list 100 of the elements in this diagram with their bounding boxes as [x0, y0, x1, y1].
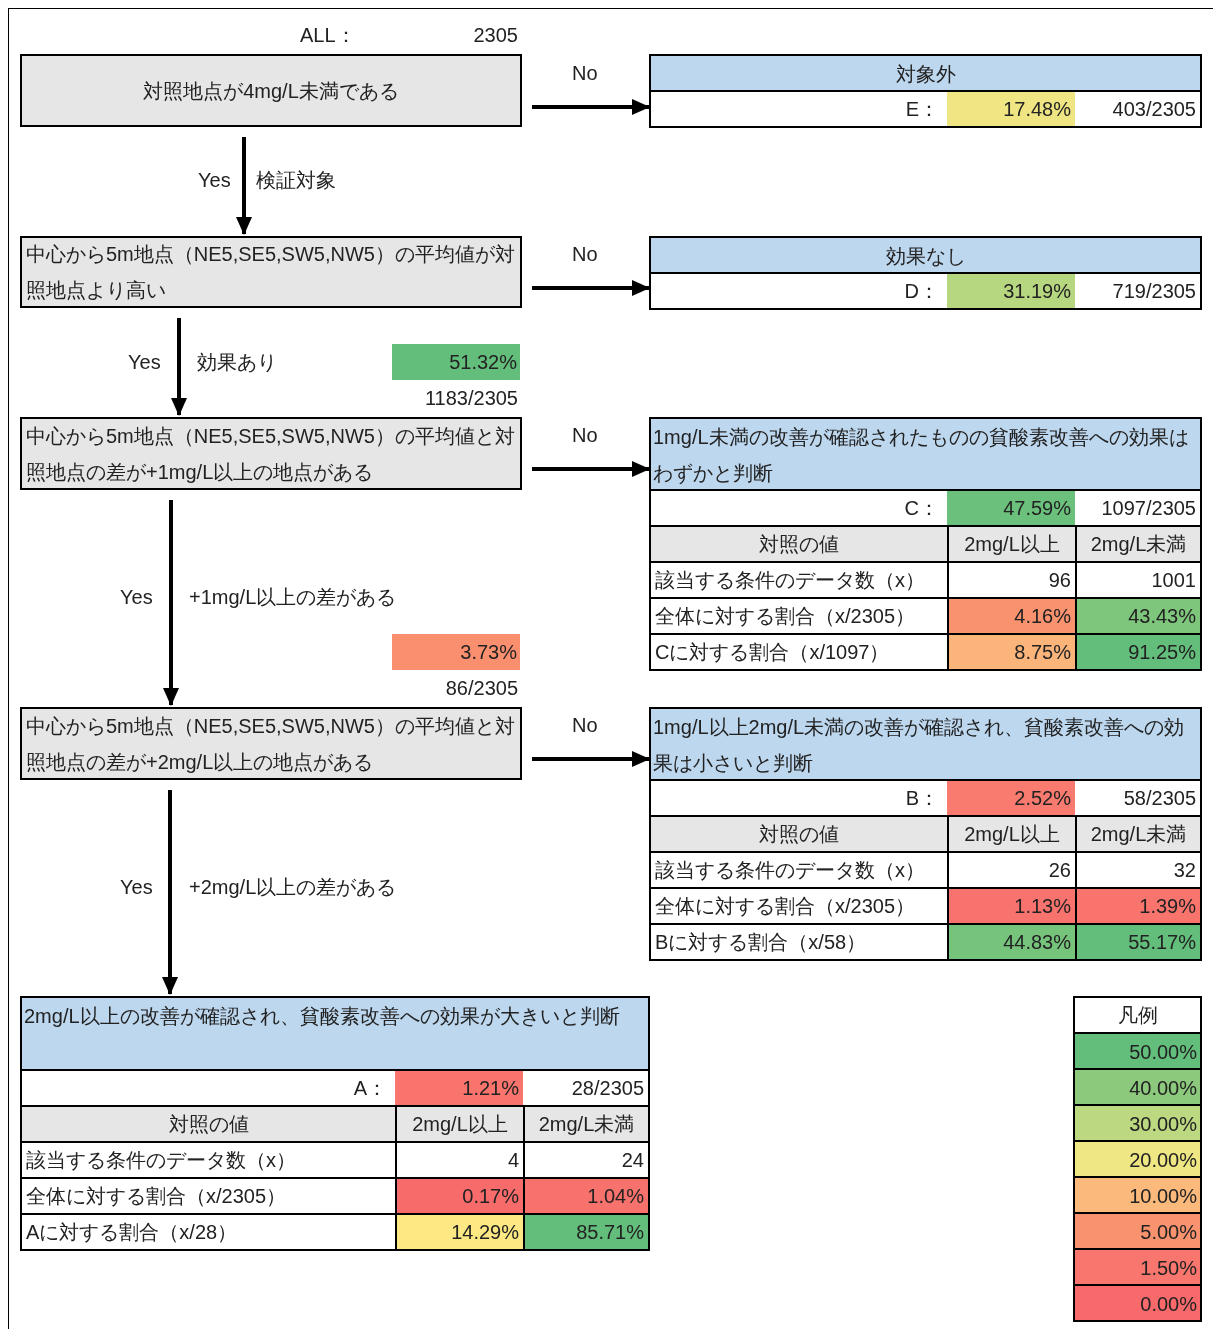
total-count: 2305 [472, 23, 518, 48]
category-label: D： [903, 279, 940, 304]
arrow [162, 790, 178, 995]
row-label: 該当する条件のデータ数（x） [654, 858, 926, 883]
percent-cell: 55.17% [1075, 925, 1200, 959]
row-label: 全体に対する割合（x/2305） [25, 1184, 288, 1209]
edge-label: No [572, 423, 598, 448]
decision-box: 中心から5m地点（NE5,SE5,SW5,NW5）の平均値と対照地点の差が+1mg/L以上の地点がある [20, 417, 522, 490]
percent-cell: 17.48% [947, 92, 1075, 126]
count-fraction: 403/2305 [1111, 97, 1197, 122]
value-cell: 24 [523, 1143, 648, 1177]
percent-value: 51.32% [392, 344, 520, 380]
arrow [171, 318, 187, 416]
result-panel [649, 417, 1202, 671]
header-cell: 2mg/L以上 [947, 817, 1075, 851]
category-label: E： [904, 97, 940, 122]
result-panel [649, 54, 1202, 128]
percent-cell: 4.16% [947, 599, 1075, 633]
count-fraction: 86/2305 [444, 676, 518, 701]
percent-cell: 8.75% [947, 635, 1075, 669]
row-label: 全体に対する割合（x/2305） [654, 604, 917, 629]
category-label: A： [352, 1076, 388, 1101]
edge-label: No [572, 242, 598, 267]
percent-cell: 1.13% [947, 889, 1075, 923]
decision-box: 中心から5m地点（NE5,SE5,SW5,NW5）の平均値が対照地点より高い [20, 236, 522, 308]
percent-cell: 44.83% [947, 925, 1075, 959]
value-cell: 26 [947, 853, 1075, 887]
result-panel [20, 996, 650, 1251]
legend-swatch: 0.00% [1075, 1284, 1200, 1320]
arrow [532, 99, 650, 115]
percent-cell: 43.43% [1075, 599, 1200, 633]
edge-label: Yes [120, 585, 153, 610]
result-heading: 2mg/L以上の改善が確認され、貧酸素改善への効果が大きいと判断 [22, 998, 648, 1069]
branch-note: 検証対象 [256, 168, 337, 193]
count-fraction: 28/2305 [570, 1076, 645, 1101]
row-label: 該当する条件のデータ数（x） [25, 1148, 297, 1173]
count-fraction: 58/2305 [1122, 786, 1197, 811]
percent-cell: 1.04% [523, 1179, 648, 1213]
header-cell: 対照の値 [22, 1107, 395, 1141]
percent-cell: 85.71% [523, 1215, 648, 1249]
edge-label: Yes [120, 875, 153, 900]
header-cell: 対照の値 [651, 527, 947, 561]
row-label: 全体に対する割合（x/2305） [654, 894, 917, 919]
total-label: ALL： [300, 23, 357, 48]
value-cell: 32 [1075, 853, 1200, 887]
category-label: C： [903, 496, 940, 521]
result-heading: 対象外 [651, 56, 1200, 90]
legend-swatch: 20.00% [1075, 1140, 1200, 1176]
edge-label: Yes [128, 350, 161, 375]
result-heading: 1mg/L未満の改善が確認されたものの貧酸素改善への効果はわずかと判断 [651, 419, 1200, 489]
value-cell: 1001 [1075, 563, 1200, 597]
percent-cell: 1.21% [395, 1071, 523, 1105]
value-cell: 4 [395, 1143, 523, 1177]
row-label: Aに対する割合（x/28） [25, 1220, 239, 1245]
header-cell: 2mg/L未満 [523, 1107, 648, 1141]
percent-cell: 0.17% [395, 1179, 523, 1213]
percent-cell: 2.52% [947, 781, 1075, 815]
decision-box: 中心から5m地点（NE5,SE5,SW5,NW5）の平均値と対照地点の差が+2mg/L以上の地点がある [20, 707, 522, 780]
value-cell: 96 [947, 563, 1075, 597]
count-fraction: 1097/2305 [1100, 496, 1197, 521]
result-panel [649, 236, 1202, 310]
legend-swatch: 1.50% [1075, 1248, 1200, 1284]
arrow [163, 500, 179, 706]
count-fraction: 1183/2305 [423, 386, 518, 411]
header-cell: 対照の値 [651, 817, 947, 851]
edge-label: No [572, 61, 598, 86]
category-label: B： [904, 786, 940, 811]
percent-cell: 14.29% [395, 1215, 523, 1249]
decision-box: 対照地点が4mg/L未満である [20, 54, 522, 127]
row-label: Bに対する割合（x/58） [654, 930, 868, 955]
branch-note: +1mg/L以上の差がある [189, 585, 398, 610]
legend-swatch: 40.00% [1075, 1068, 1200, 1104]
header-cell: 2mg/L未満 [1075, 527, 1200, 561]
arrow [532, 751, 650, 767]
branch-note: 効果あり [197, 350, 278, 375]
percent-cell: 1.39% [1075, 889, 1200, 923]
percent-cell: 47.59% [947, 491, 1075, 525]
legend-title: 凡例 [1116, 1003, 1159, 1028]
result-panel [649, 707, 1202, 961]
legend-swatch: 10.00% [1075, 1176, 1200, 1212]
percent-cell: 91.25% [1075, 635, 1200, 669]
branch-note: +2mg/L以上の差がある [189, 875, 398, 900]
legend-swatch: 30.00% [1075, 1104, 1200, 1140]
row-label: 該当する条件のデータ数（x） [654, 568, 926, 593]
percent-cell: 31.19% [947, 274, 1075, 308]
arrow [532, 461, 650, 477]
edge-label: No [572, 713, 598, 738]
percent-value: 3.73% [392, 634, 520, 670]
arrow [532, 280, 650, 296]
header-cell: 2mg/L以上 [947, 527, 1075, 561]
legend-swatch: 50.00% [1075, 1032, 1200, 1068]
result-heading: 1mg/L以上2mg/L未満の改善が確認され、貧酸素改善への効果は小さいと判断 [651, 709, 1200, 779]
count-fraction: 719/2305 [1111, 279, 1197, 304]
result-heading: 効果なし [651, 238, 1200, 272]
legend-swatch: 5.00% [1075, 1212, 1200, 1248]
edge-label: Yes [198, 168, 231, 193]
header-cell: 2mg/L未満 [1075, 817, 1200, 851]
header-cell: 2mg/L以上 [395, 1107, 523, 1141]
arrow [236, 137, 252, 235]
row-label: Cに対する割合（x/1097） [654, 640, 891, 665]
